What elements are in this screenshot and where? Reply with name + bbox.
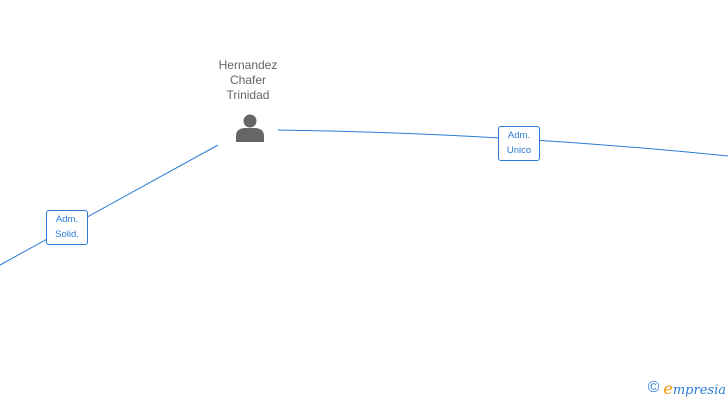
person-icon[interactable]	[234, 112, 266, 144]
relation-label-adm-unico[interactable]: Adm. Unico	[498, 126, 540, 161]
relation-label-line-1: Adm.	[507, 130, 531, 141]
brand-watermark: © empresia	[647, 379, 726, 398]
copyright-icon: ©	[647, 379, 660, 396]
relation-label-line-2: Unico	[506, 145, 532, 156]
person-icon-graphic	[236, 114, 264, 142]
person-name-line-3: Trinidad	[226, 88, 270, 102]
relation-label-adm-solid[interactable]: Adm. Solid.	[46, 210, 88, 245]
relation-label-line-2: Solid.	[55, 229, 79, 240]
relation-label-line-1: Adm.	[55, 214, 79, 225]
edge-solid	[0, 144, 219, 266]
person-name[interactable]: Hernandez Chafer Trinidad	[198, 58, 298, 103]
brand-logo-initial: e	[663, 378, 673, 398]
person-name-line-2: Chafer	[229, 73, 267, 87]
person-name-line-1: Hernandez	[218, 58, 278, 72]
brand-logo-text: empresia	[663, 379, 726, 398]
brand-logo-rest: mpresia	[672, 382, 726, 398]
